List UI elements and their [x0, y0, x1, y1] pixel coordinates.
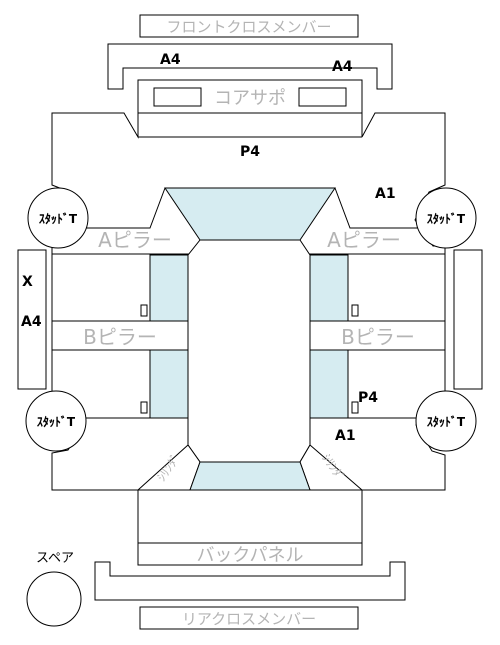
strut-rear-right-wheel[interactable]: [415, 390, 477, 452]
rear-cross-member-box[interactable]: [139, 606, 359, 630]
side-skirt-left[interactable]: [17, 249, 47, 390]
strut-front-right-label: ｽﾀｯﾄﾞT: [427, 211, 466, 226]
core-support-left-block[interactable]: [153, 87, 202, 107]
door-handle-left-rear[interactable]: [140, 401, 148, 414]
code-right-rear-p4: P4: [358, 390, 378, 406]
code-hood: P4: [240, 144, 260, 160]
a-pillar-left-label: Aピラー: [98, 228, 172, 252]
back-panel-label: バックパネル: [196, 545, 303, 566]
code-left-side-x: X: [22, 274, 33, 290]
strut-front-left-wheel[interactable]: [27, 187, 89, 249]
window-left-rear[interactable]: [149, 349, 189, 419]
strut-front-right-wheel[interactable]: [415, 187, 477, 249]
side-skirt-right[interactable]: [453, 249, 483, 390]
strut-rear-left-wheel[interactable]: [25, 390, 87, 452]
strut-rear-left-label: ｽﾀｯﾄﾞT: [37, 414, 76, 429]
back-panel[interactable]: [137, 542, 363, 566]
door-handle-right-front[interactable]: [351, 304, 359, 317]
b-pillar-right-label: Bピラー: [341, 325, 415, 349]
core-support-label: コアサポ: [214, 88, 286, 109]
front-cross-member-box[interactable]: [139, 14, 359, 38]
code-front-right: A4: [332, 59, 353, 75]
door-handle-right-rear[interactable]: [351, 401, 359, 414]
code-right-front: A1: [375, 186, 396, 202]
window-left-front[interactable]: [149, 254, 189, 322]
rear-window[interactable]: [189, 461, 311, 491]
door-handle-left-front[interactable]: [140, 304, 148, 317]
rear-bumper-bracket[interactable]: [94, 561, 406, 601]
front-cross-member-label: フロントクロスメンバー: [166, 18, 331, 36]
trunk-panel[interactable]: [137, 489, 363, 544]
front-bumper-bracket[interactable]: [107, 43, 393, 90]
b-pillar-left-label: Bピラー: [83, 325, 157, 349]
window-right-rear[interactable]: [309, 349, 349, 419]
strut-rear-right-label: ｽﾀｯﾄﾞT: [427, 414, 466, 429]
code-front-left: A4: [160, 52, 181, 68]
rear-cross-member-label: リアクロスメンバー: [182, 610, 316, 628]
spare-tire[interactable]: [26, 571, 82, 627]
code-left-side-a4: A4: [21, 314, 42, 330]
core-support-right-block[interactable]: [298, 87, 347, 107]
b-pillar-left[interactable]: [51, 320, 189, 351]
a-pillar-right-label: Aピラー: [327, 228, 401, 252]
spare-label: スペア: [36, 551, 74, 566]
code-right-rear-a1: A1: [335, 428, 356, 444]
window-right-front[interactable]: [309, 254, 349, 322]
strut-front-left-label: ｽﾀｯﾄﾞT: [39, 211, 78, 226]
roof-panel[interactable]: [187, 239, 311, 463]
b-pillar-right[interactable]: [309, 320, 446, 351]
